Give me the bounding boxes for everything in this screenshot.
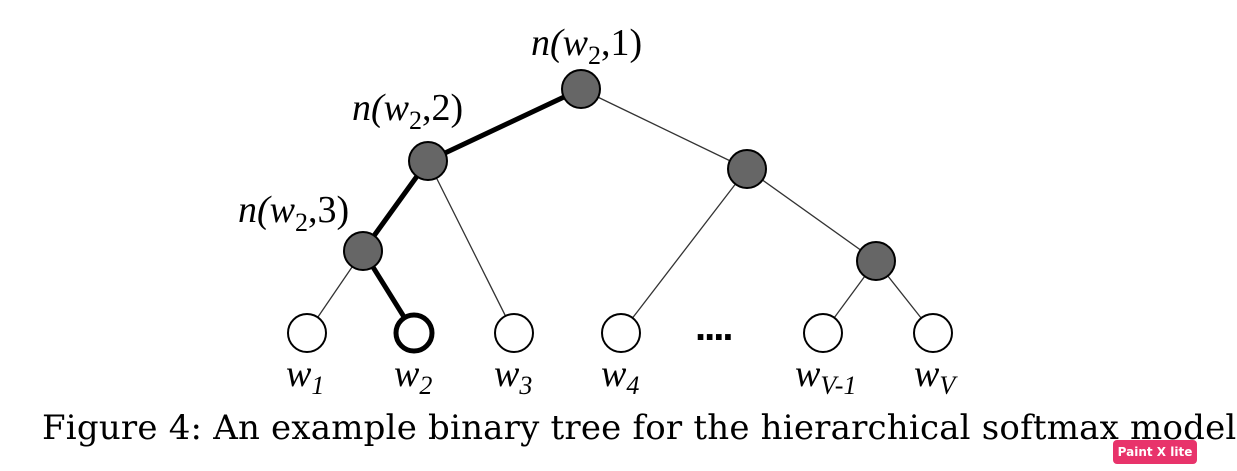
leaf-label-w1: w1 [286,353,324,400]
path-edge-1 [425,86,584,164]
label-n1: n(w2,1) [531,22,642,70]
node-n1 [561,69,601,109]
node-n3 [343,231,383,271]
inner-nodes [343,69,896,281]
leaf-wv [913,313,953,353]
leaf-label-wv1: wV-1 [795,353,856,400]
edge-root-right [580,88,748,170]
leaf-w4 [601,313,641,353]
leaf-label-w4: w4 [601,353,639,400]
label-n2: n(w2,2) [352,87,463,135]
ellipsis: .... [695,305,731,349]
leaf-label-w3: w3 [494,353,532,400]
leaf-label-wv: wV [914,353,958,400]
leaf-nodes [287,312,953,354]
figure-caption: Figure 4: An example binary tree for the… [42,408,1237,448]
leaf-w2 [393,312,435,354]
edge-right-inner [746,168,877,262]
leaf-w1 [287,313,327,353]
label-n3: n(w2,3) [238,189,349,237]
tree-diagram: n(w2,1) n(w2,2) n(w2,3) w1 w2 w3 w4 wV-1… [238,22,958,400]
leaf-w3 [494,313,534,353]
node-right-inner [856,241,896,281]
edge-right-w4 [620,168,748,334]
watermark-badge: Paint X lite [1113,440,1197,464]
edge-n2-w3 [427,160,515,334]
leaf-label-w2: w2 [394,353,432,400]
node-n2 [408,141,448,181]
leaf-wv1 [803,313,843,353]
node-right [727,149,767,189]
